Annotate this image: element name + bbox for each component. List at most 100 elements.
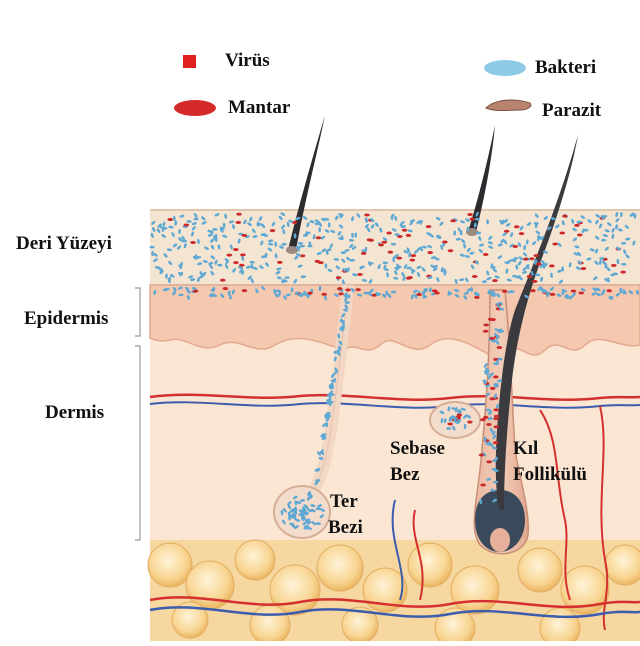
bacteria-dot (333, 258, 340, 261)
fungus-dot (512, 244, 519, 248)
bacteria-dot (512, 274, 518, 278)
bacteria-dot (497, 243, 503, 247)
bacteria-dot (320, 235, 326, 240)
bacteria-dot (615, 224, 618, 230)
bacteria-dot (229, 244, 233, 250)
fat-cell (147, 542, 193, 588)
bacteria-dot (222, 222, 226, 228)
bacteria-dot (297, 242, 303, 245)
bacteria-dot (357, 293, 363, 297)
bacteria-dot (622, 290, 627, 295)
bacteria-dot (409, 220, 414, 226)
bacteria-dot (604, 278, 609, 282)
bacteria-dot (525, 264, 530, 269)
bacteria-dot (328, 390, 333, 395)
bacteria-dot (463, 295, 468, 300)
bacteria-dot (487, 241, 493, 245)
bacteria-dot (502, 232, 507, 237)
bacteria-dot (375, 222, 379, 227)
bacteria-dot (601, 238, 607, 242)
bacteria-dot (564, 295, 570, 299)
bacteria-dot (209, 264, 213, 270)
bacteria-dot (317, 451, 321, 456)
bacteria-dot (604, 229, 610, 233)
bacteria-dot (334, 369, 339, 375)
bacteria-dot (367, 261, 372, 266)
bacteria-dot (294, 500, 298, 506)
bacteria-dot (486, 477, 492, 481)
bacteria-dot (288, 219, 294, 223)
bacteria-dot (464, 255, 470, 258)
bacteria-dot (454, 278, 458, 284)
virus-legend-symbol (183, 55, 196, 68)
fungus-dot (474, 295, 480, 299)
bacteria-dot (153, 252, 158, 257)
bacteria-dot (337, 333, 341, 339)
bacteria-dot (282, 229, 286, 235)
bacteria-dot (172, 215, 176, 222)
bacteria-dot (302, 216, 308, 220)
bacteria-dot (201, 221, 207, 225)
bacteria-dot (274, 253, 278, 259)
bacteria-dot (411, 268, 415, 274)
bacteria-dot (447, 290, 451, 296)
bacteria-dot (465, 277, 469, 283)
bacteria-dot (261, 223, 266, 229)
bacteria-dot (318, 227, 321, 233)
bacteria-dot (616, 258, 620, 265)
bacteria-dot (550, 272, 553, 278)
bacteria-dot (323, 295, 328, 301)
bacteria-dot (557, 269, 563, 273)
bacteria-dot (259, 265, 264, 269)
bacteria-dot (469, 251, 475, 255)
bacteria-dot (460, 220, 466, 224)
bacteria-dot (568, 295, 573, 300)
bacteria-dot (249, 260, 255, 264)
bacteria-dot (247, 275, 252, 280)
bacteria-dot (311, 521, 316, 526)
fungus-dot (513, 225, 520, 229)
bacteria-dot (285, 293, 291, 297)
bacteria-dot (506, 278, 512, 282)
bacteria-dot (555, 224, 560, 229)
dermis-label: Dermis (45, 402, 105, 423)
bacteria-dot (461, 239, 466, 244)
bacteria-dot (624, 224, 629, 229)
bacteria-dot (280, 212, 286, 216)
bacteria-dot (179, 214, 185, 218)
bacteria-dot (297, 293, 303, 297)
fungus-dot (371, 293, 378, 297)
fat-cell (249, 604, 291, 646)
bacteria-dot (591, 292, 597, 296)
bacteria-dot (325, 422, 329, 428)
bacteria-dot (495, 340, 500, 345)
bacteria-dot (294, 291, 300, 295)
bacteria-dot (315, 479, 321, 482)
fat-cell (517, 547, 563, 593)
bacteria-dot (277, 291, 281, 297)
parazit-legend-label: Parazit (542, 100, 602, 121)
bacteria-dot (611, 233, 615, 239)
bacteria-dot (621, 262, 627, 266)
bacteria-dot (489, 427, 493, 433)
bacteria-dot (595, 219, 599, 225)
vein-branch-1 (599, 405, 609, 631)
bacteria-dot (491, 339, 497, 343)
bacteria-dot (324, 229, 330, 233)
bacteria-dot (580, 215, 585, 220)
bacteria-dot (466, 247, 471, 252)
fungus-dot (425, 225, 432, 229)
bacteria-dot (423, 288, 429, 291)
bacteria-dot (351, 245, 357, 250)
bacteria-dot (406, 247, 410, 253)
bacteria-dot (421, 290, 427, 294)
bacteria-dot (250, 263, 254, 269)
bacteria-dot (370, 224, 375, 229)
bacteria-dot (505, 268, 509, 274)
bacteria-dot (385, 290, 388, 296)
bacteria-dot (330, 373, 335, 378)
bacteria-dot (369, 288, 374, 293)
bacteria-dot (534, 213, 539, 218)
surface-label: Deri Yüzeyi (16, 233, 112, 254)
bacteria-dot (293, 278, 298, 284)
